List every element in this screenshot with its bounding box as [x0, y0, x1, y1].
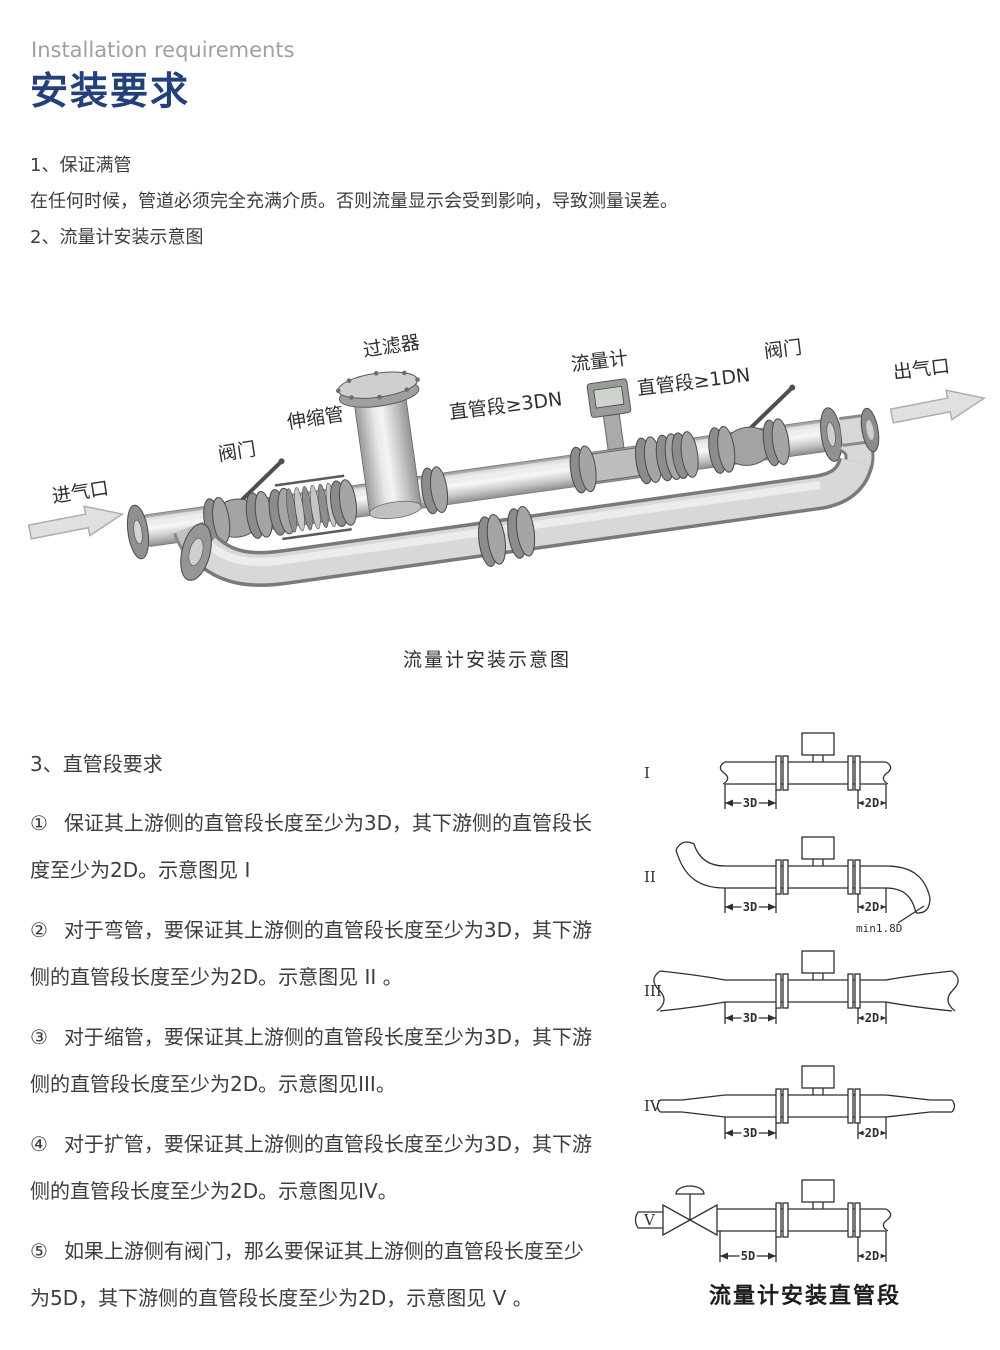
- dim-downstream: 2D: [865, 796, 879, 810]
- outlet-flow-arrow: [889, 389, 987, 424]
- dim-downstream: 2D: [865, 1249, 879, 1263]
- intro-item1-heading: 1、保证满管: [30, 155, 132, 176]
- item-number: ⑤: [30, 1239, 48, 1263]
- item-number: ④: [30, 1132, 48, 1156]
- valve-symbol: [688, 1203, 718, 1237]
- diagram-III-reducer: III 3D 2D: [644, 950, 959, 1027]
- item-text: 对于扩管，要保证其上游侧的直管段长度至少为3D，其下游侧的直管段长度至少为2D。…: [30, 1132, 593, 1203]
- diagram-II-label: II: [644, 868, 656, 886]
- diagram-I-straight: I 3D 2D: [644, 732, 892, 812]
- outlet-flange: [860, 407, 880, 453]
- item-number: ②: [30, 918, 48, 942]
- meter-box: [801, 1179, 835, 1203]
- diagram-II-elbow: II min1.8D 3D 2D: [644, 836, 931, 935]
- inlet-flow-arrow: [27, 505, 125, 540]
- intro-section: 1、保证满管 在任何时候，管道必须完全充满介质。否则流量显示会受到影响，导致测量…: [30, 148, 980, 256]
- pipe-assembly-drawing: [27, 370, 987, 587]
- item-text: 对于缩管，要保证其上游侧的直管段长度至少为3D，其下游侧的直管段长度至少为2D。…: [30, 1025, 593, 1096]
- min-bend-note: min1.8D: [856, 922, 902, 935]
- intro-item2-heading: 2、流量计安装示意图: [30, 227, 204, 248]
- item-text: 对于弯管，要保证其上游侧的直管段长度至少为3D，其下游侧的直管段长度至少为2D。…: [30, 918, 593, 989]
- label-valve-right: 阀门: [762, 336, 804, 363]
- page-title: 安装要求: [30, 69, 191, 113]
- intro-item1-body: 在任何时候，管道必须完全充满介质。否则流量显示会受到影响，导致测量误差。: [30, 191, 678, 212]
- dim-downstream: 2D: [865, 900, 879, 914]
- dim-upstream: 3D: [743, 1126, 757, 1140]
- meter-box: [801, 950, 835, 974]
- item-text: 如果上游侧有阀门，那么要保证其上游侧的直管段长度至少为5D，其下游侧的直管段长度…: [30, 1239, 584, 1310]
- diagram-III-label: III: [644, 982, 662, 1000]
- requirements-heading: 3、直管段要求: [30, 752, 163, 776]
- meter-box: [801, 1065, 835, 1089]
- filter-body: [335, 370, 422, 520]
- diagram-IV-expander: IV 3D 2D: [644, 1065, 956, 1142]
- valve-right-body: [705, 384, 796, 475]
- diagram-V-valve: V 5D 2D: [634, 1179, 892, 1265]
- diagram-I-label: I: [644, 764, 650, 782]
- lower-flange-pair: [477, 505, 536, 567]
- dim-downstream: 2D: [865, 1126, 879, 1140]
- valve-left-body: [200, 458, 285, 546]
- item-number: ①: [30, 811, 48, 835]
- illustration-caption: 流量计安装示意图: [402, 649, 571, 671]
- front-flange: [180, 523, 212, 581]
- dim-upstream: 3D: [743, 796, 757, 810]
- dim-upstream: 5D: [741, 1249, 755, 1263]
- flow-meter-body: [567, 378, 665, 495]
- item-text: 保证其上游侧的直管段长度至少为3D，其下游侧的直管段长度至少为2D。示意图见 I: [30, 811, 593, 882]
- dim-upstream: 3D: [743, 900, 757, 914]
- expansion-joint: [266, 474, 360, 541]
- installation-illustration: 进气口 阀门 伸缩管 过滤器 直管段≥3DN 流量计 直管段≥1DN 阀门 出气…: [20, 320, 990, 650]
- diagram-IV-label: IV: [644, 1097, 662, 1115]
- diagram-V-label: V: [643, 1211, 656, 1229]
- upper-pipe-run: [126, 370, 843, 560]
- meter-box: [801, 732, 835, 756]
- meter-box: [801, 836, 835, 860]
- lower-pipe-run: [192, 456, 874, 587]
- valve-symbol: [662, 1203, 692, 1237]
- diagrams-caption: 流量计安装直管段: [708, 1283, 901, 1309]
- dim-downstream: 2D: [865, 1011, 879, 1025]
- page-eyebrow: Installation requirements: [31, 38, 295, 62]
- dim-upstream: 3D: [743, 1011, 757, 1025]
- item-number: ③: [30, 1025, 48, 1049]
